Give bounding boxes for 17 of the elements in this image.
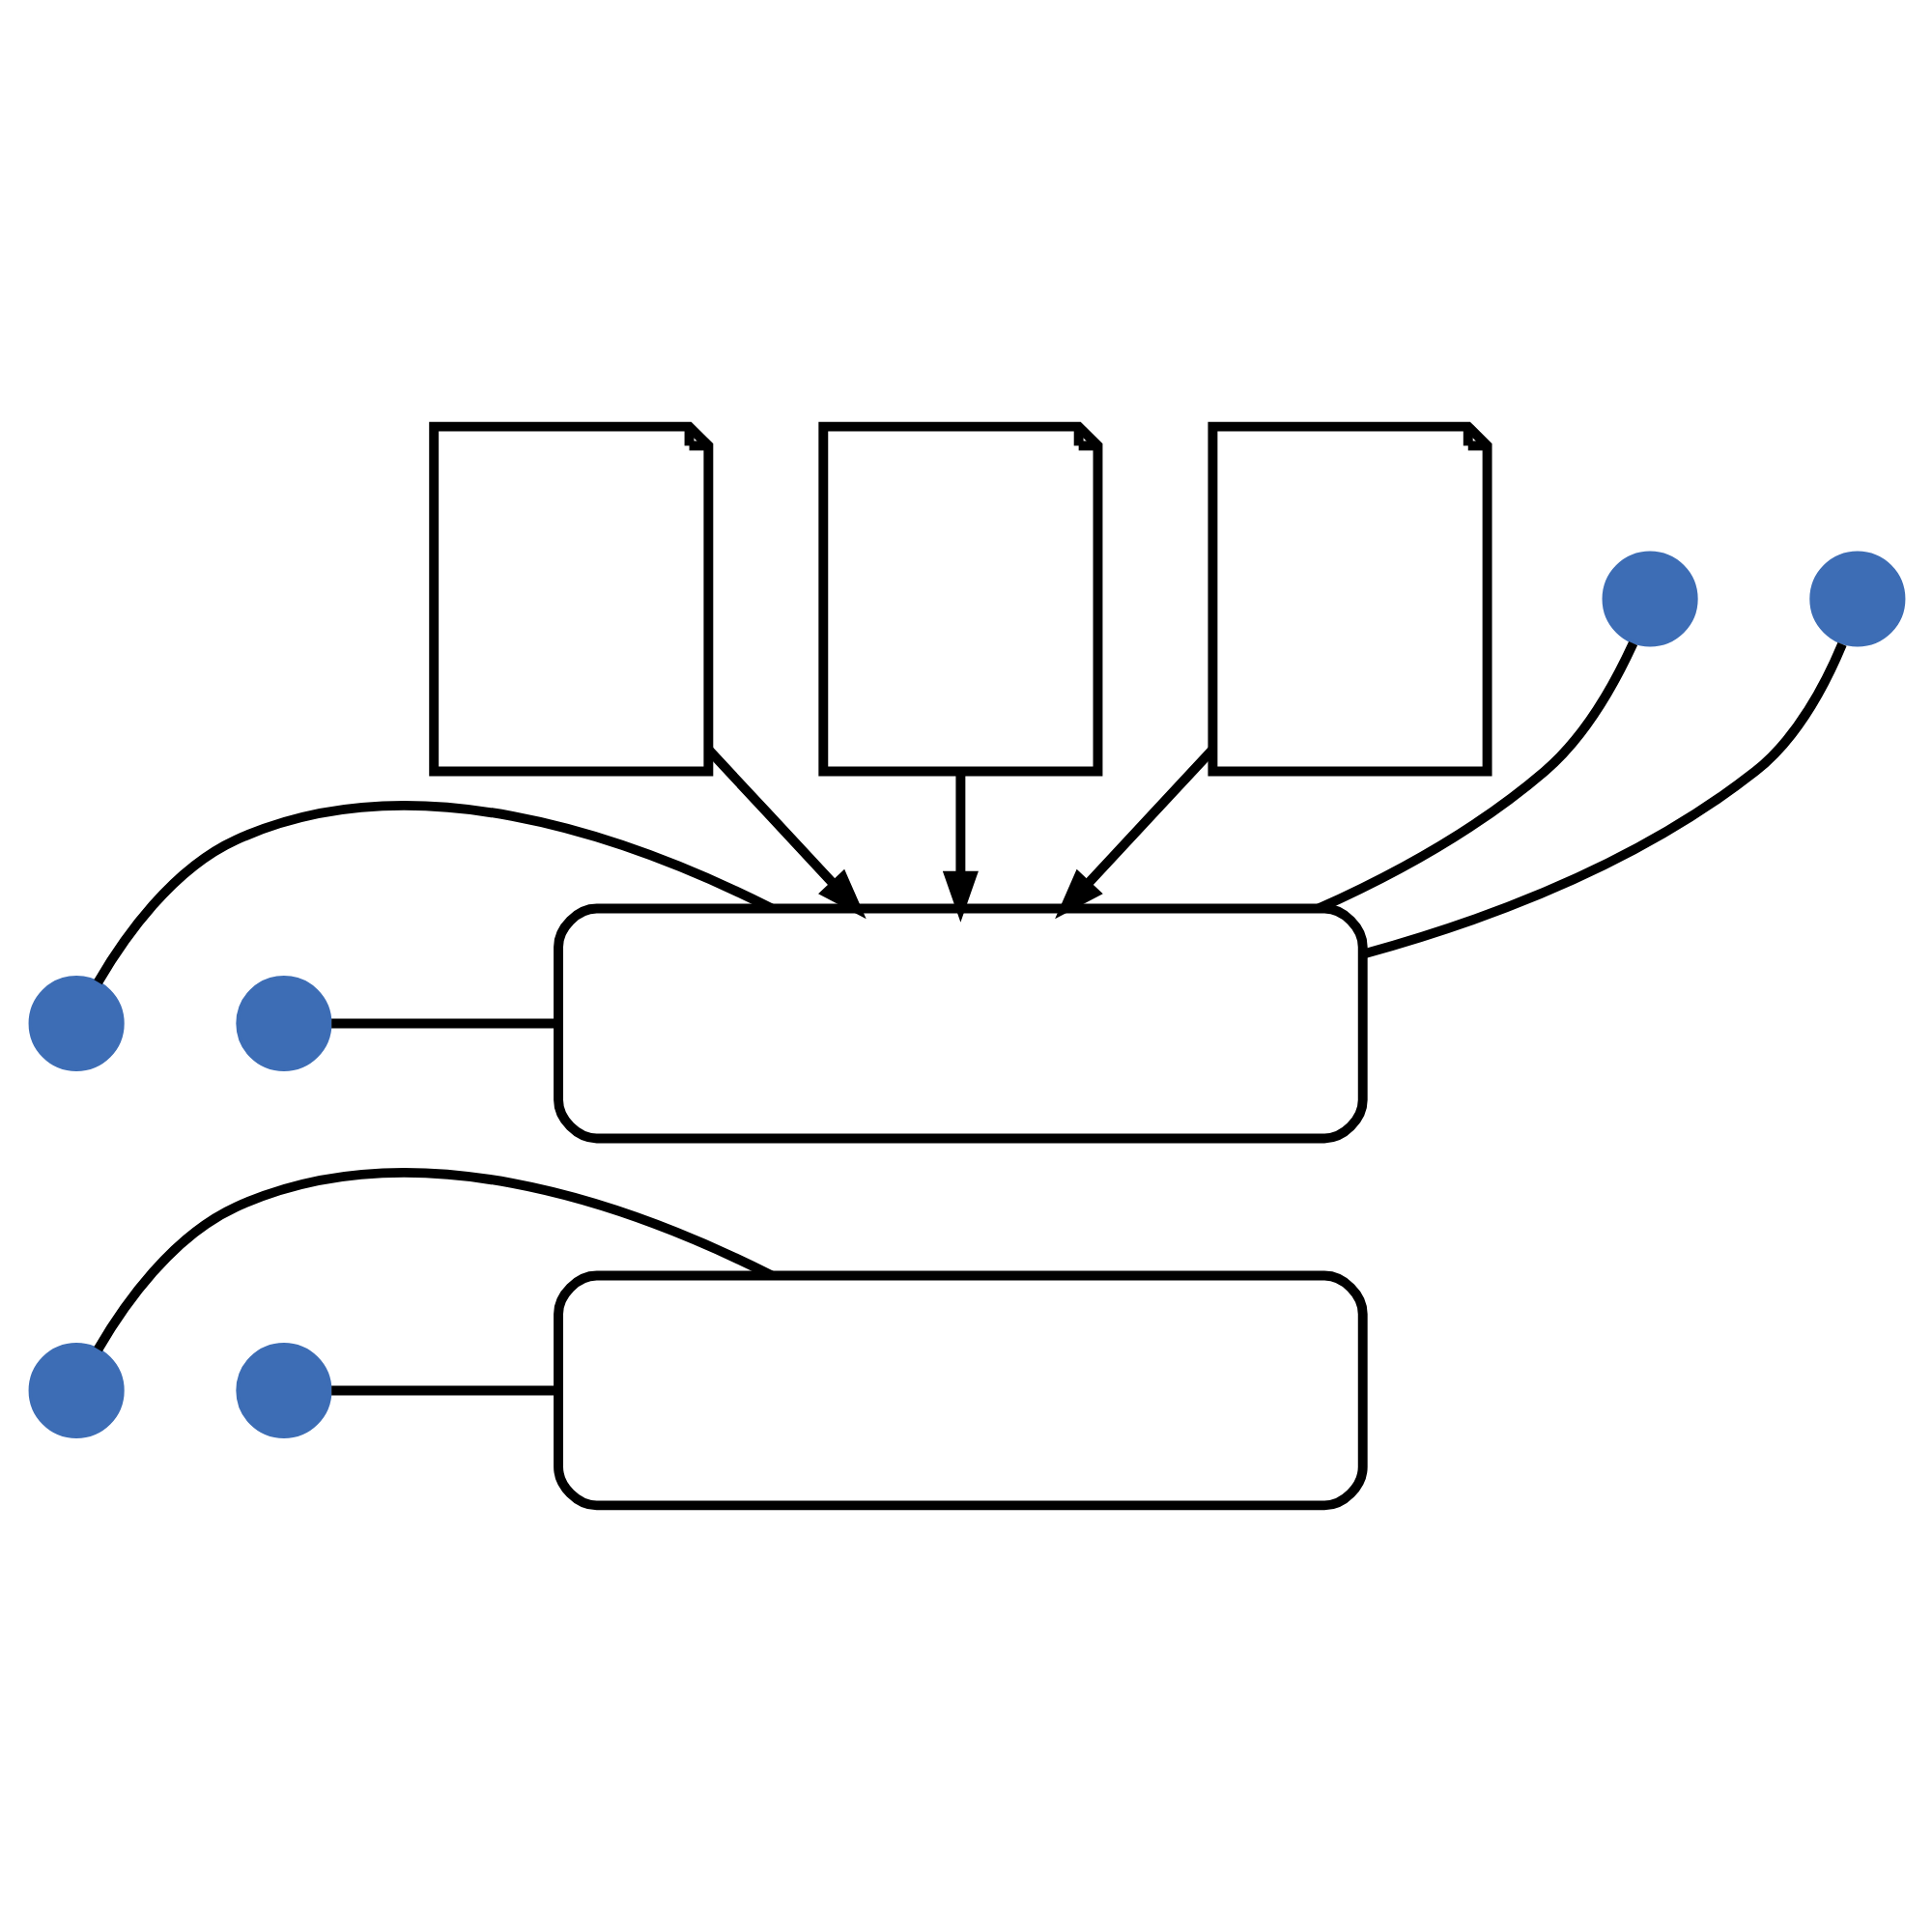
connector: [330, 1018, 557, 1029]
node-circle: [27, 1342, 124, 1438]
node-circle: [235, 1342, 331, 1438]
node-box: [553, 1270, 1367, 1511]
connector: [93, 1168, 773, 1352]
node-circle: [27, 975, 124, 1072]
node-document: [817, 421, 1102, 777]
node-circle: [1601, 551, 1697, 647]
node-circle: [235, 975, 331, 1072]
node-box: [553, 903, 1367, 1144]
connector: [1361, 642, 1846, 959]
connector: [93, 801, 773, 985]
node-document: [1207, 421, 1492, 777]
connector: [330, 1385, 557, 1396]
arrow: [941, 772, 978, 923]
node-circle: [1808, 551, 1905, 647]
node-document: [428, 421, 713, 777]
